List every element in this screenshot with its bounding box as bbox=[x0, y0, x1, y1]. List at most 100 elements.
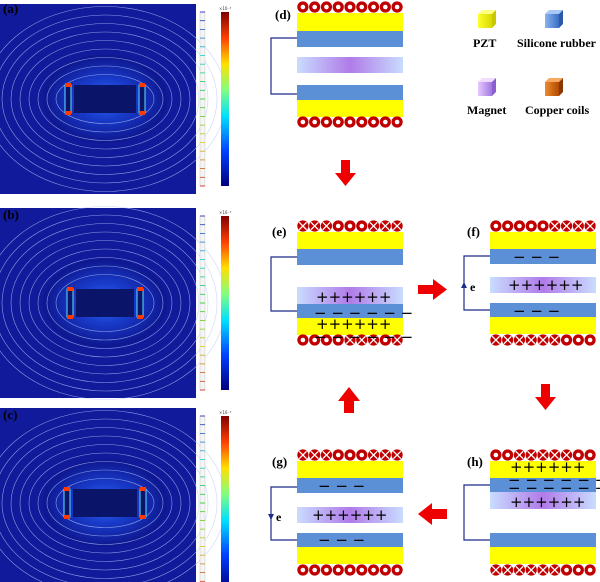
charge-plus-e-top: ++++++ bbox=[316, 288, 391, 306]
colorbar bbox=[221, 216, 229, 390]
colorbar-exponent: ×10⁻³ bbox=[219, 210, 232, 215]
hotspot bbox=[139, 83, 145, 87]
charge-minus-g-bottom: − − − bbox=[318, 531, 365, 549]
field-line bbox=[46, 65, 164, 133]
legend-rubber-swatch bbox=[545, 10, 563, 28]
field-line bbox=[55, 274, 155, 332]
magnet bbox=[490, 492, 596, 509]
field-line bbox=[0, 418, 218, 582]
field-line bbox=[1, 23, 209, 175]
hotspot bbox=[67, 287, 73, 291]
field-line bbox=[28, 452, 182, 554]
current-arrow-down bbox=[268, 514, 274, 520]
legend: PZT Silicone rubber Magnet Copper coils bbox=[467, 10, 597, 117]
hotspot bbox=[65, 83, 71, 87]
field-line bbox=[1, 427, 209, 579]
panel-label-g: (g) bbox=[272, 454, 287, 469]
hotspot bbox=[67, 315, 73, 319]
pzt-layer bbox=[490, 232, 596, 249]
field-line bbox=[10, 31, 200, 167]
pzt-layer bbox=[297, 100, 403, 117]
pzt-layer bbox=[297, 547, 403, 564]
panel-label-e: (e) bbox=[272, 224, 286, 239]
rubber-layer bbox=[297, 478, 403, 493]
field-simulation-panel-a: ×10⁻³ bbox=[0, 4, 232, 194]
current-label-f: e bbox=[470, 280, 476, 294]
hotspot bbox=[139, 111, 145, 115]
flow-arrow-down-f-to-h bbox=[535, 384, 556, 410]
flow-arrow-up-g-to-e bbox=[338, 387, 360, 413]
rubber-layer bbox=[490, 249, 596, 264]
field-simulation-panel-c: ×10⁻³ bbox=[0, 408, 232, 582]
field-line bbox=[37, 57, 173, 141]
magnet bbox=[297, 507, 403, 523]
panel-label-d: (d) bbox=[275, 7, 291, 22]
colorbar-exponent: ×10⁻³ bbox=[219, 6, 232, 11]
schematic-panel-e bbox=[270, 220, 403, 346]
panel-label-a: (a) bbox=[3, 1, 18, 16]
schematic-panel-f bbox=[461, 220, 596, 346]
field-line bbox=[46, 265, 164, 341]
colorbar bbox=[221, 416, 229, 582]
pzt-layer bbox=[297, 232, 403, 249]
circuit-wire bbox=[270, 37, 297, 95]
hotspot bbox=[140, 515, 146, 519]
flow-arrow-right-e-to-f bbox=[418, 279, 447, 300]
rubber-layer bbox=[490, 478, 596, 492]
hotspot bbox=[137, 287, 143, 291]
hotspot bbox=[140, 487, 146, 491]
magnet bbox=[297, 287, 403, 304]
legend-coils-swatch bbox=[545, 78, 563, 96]
pzt-layer bbox=[490, 317, 596, 334]
pzt-layer bbox=[297, 13, 403, 31]
magnet-bar bbox=[76, 289, 134, 317]
field-simulation-panel-b: ×10⁻³ bbox=[0, 206, 232, 400]
field-line bbox=[19, 444, 191, 562]
rubber-layer bbox=[297, 533, 403, 547]
contour-legend bbox=[199, 415, 206, 582]
field-line bbox=[10, 435, 200, 571]
flow-arrow-down-d-to-e bbox=[335, 160, 356, 186]
field-line bbox=[37, 257, 173, 349]
field-line bbox=[37, 461, 173, 545]
pzt-layer bbox=[490, 547, 596, 564]
field-line bbox=[28, 48, 182, 150]
field-line bbox=[19, 240, 191, 366]
field-line bbox=[1, 223, 209, 383]
rubber-layer bbox=[297, 85, 403, 100]
field-line bbox=[0, 214, 218, 392]
hotspot bbox=[65, 111, 71, 115]
coil-block bbox=[138, 84, 146, 114]
rubber-layer bbox=[490, 303, 596, 317]
rubber-layer bbox=[297, 31, 403, 47]
schematic-panel-g bbox=[268, 449, 403, 576]
schematic-panel-d bbox=[270, 1, 403, 128]
colorbar-exponent: ×10⁻³ bbox=[219, 410, 232, 415]
coil-block bbox=[136, 288, 144, 318]
legend-pzt-swatch bbox=[478, 10, 496, 28]
flow-arrow-left-h-to-g bbox=[418, 503, 447, 525]
field-line bbox=[19, 40, 191, 158]
charge-plus-h-magnet: ++++++ bbox=[510, 493, 585, 511]
rubber-layer bbox=[297, 304, 403, 318]
charge-minus-f-bottom: − − − bbox=[513, 302, 560, 320]
panel-label-b: (b) bbox=[3, 207, 19, 222]
coil-block bbox=[64, 84, 72, 114]
pzt-layer bbox=[490, 461, 596, 478]
current-arrow-up bbox=[461, 282, 467, 288]
field-line bbox=[55, 478, 155, 528]
legend-magnet-swatch bbox=[478, 78, 496, 96]
pzt-layer bbox=[297, 318, 403, 335]
charge-minus-g-top: − − − bbox=[318, 477, 365, 495]
panel-label-c: (c) bbox=[3, 407, 17, 422]
charge-minus-h-mid: − − − − − − bbox=[508, 479, 600, 497]
panel-label-h: (h) bbox=[467, 454, 483, 469]
legend-pzt-label: PZT bbox=[473, 36, 496, 50]
coil-block bbox=[139, 488, 147, 518]
charge-plus-f-magnet: ++++++ bbox=[508, 276, 583, 294]
panel-label-f: (f) bbox=[467, 224, 480, 239]
rubber-layer bbox=[297, 249, 403, 265]
colorbar bbox=[221, 12, 229, 186]
field-line bbox=[55, 74, 155, 124]
